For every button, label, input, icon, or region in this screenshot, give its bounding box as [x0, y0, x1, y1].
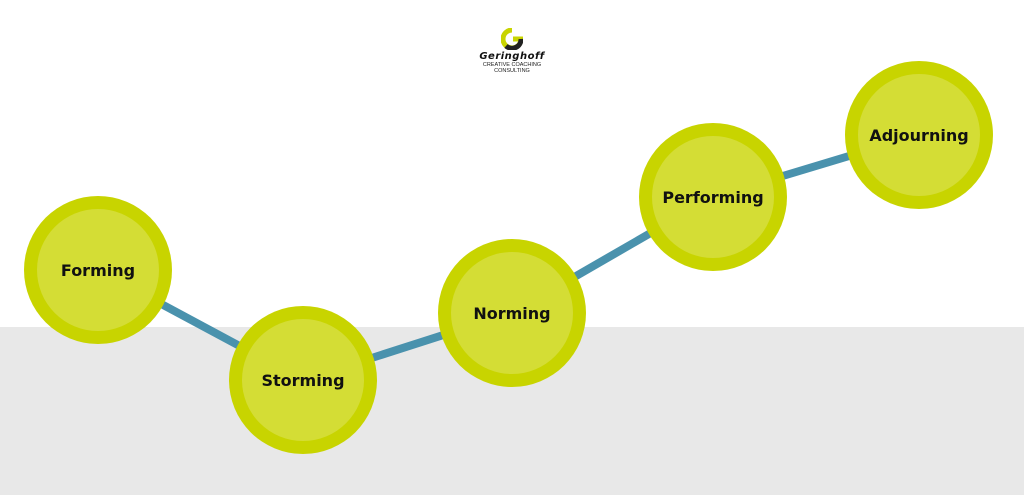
stage-label: Adjourning	[869, 126, 968, 145]
stage-performing: Performing	[639, 123, 787, 271]
logo: Geringhoff CREATIVE COACHING CONSULTING	[460, 28, 564, 74]
logo-tagline-2: CONSULTING	[494, 68, 530, 74]
logo-name: Geringhoff	[479, 51, 545, 62]
stage-fill	[451, 252, 573, 374]
stage-label: Norming	[473, 304, 550, 323]
stage-label: Performing	[662, 188, 763, 207]
stage-adjourning: Adjourning	[845, 61, 993, 209]
stage-storming: Storming	[229, 306, 377, 454]
stage-fill	[858, 74, 980, 196]
stage-norming: Norming	[438, 239, 586, 387]
stage-forming: Forming	[24, 196, 172, 344]
stage-fill	[242, 319, 364, 441]
stage-label: Forming	[61, 261, 135, 280]
logo-tagline-1: CREATIVE COACHING	[482, 62, 542, 68]
stage-fill	[652, 136, 774, 258]
stage-fill	[37, 209, 159, 331]
logo-mark-icon	[501, 28, 523, 50]
stage-label: Storming	[261, 371, 344, 390]
